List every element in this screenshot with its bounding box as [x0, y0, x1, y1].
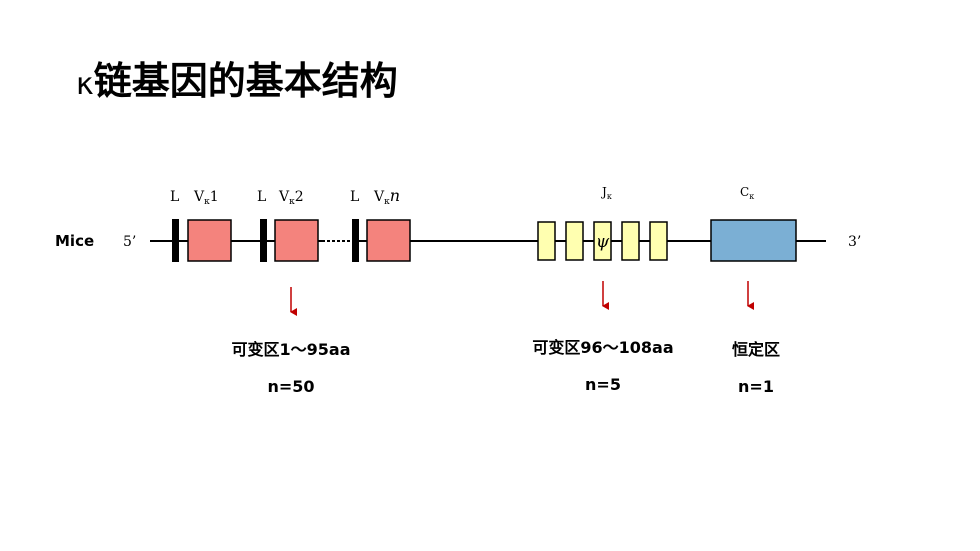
j-region-label: 可变区96～108aa	[532, 338, 673, 357]
j-pseudo-exon	[593, 221, 612, 261]
title-kappa: κ	[76, 67, 94, 102]
c-label: Cκ	[740, 185, 754, 201]
pseudogene-psi: ψ	[596, 232, 610, 252]
leader-exon-2	[260, 219, 267, 262]
leader-exon-1	[172, 219, 179, 262]
j-exon-2	[565, 221, 584, 261]
j-exon-4	[621, 221, 640, 261]
title-text: 链基因的基本结构	[93, 59, 398, 103]
page-title: κ链基因的基本结构	[76, 58, 398, 108]
v-count-label: n=50	[267, 377, 314, 396]
three-prime-label: 3’	[848, 234, 861, 250]
vn-label: Vκn	[373, 186, 400, 207]
j-label: Jκ	[600, 185, 612, 201]
leader-exon-n	[352, 219, 359, 262]
j-exon-1	[537, 221, 556, 261]
five-prime-label: 5’	[123, 234, 136, 250]
species-label: Mice	[55, 232, 94, 250]
v-exon-n	[366, 219, 411, 262]
v1-label: Vκ1	[193, 189, 219, 207]
v2-label: Vκ2	[278, 189, 304, 207]
v-exon-2	[274, 219, 319, 262]
vn-leader-label: L	[350, 189, 359, 205]
v2-leader-label: L	[257, 189, 266, 205]
c-count-label: n=1	[738, 377, 774, 396]
c-exon	[710, 219, 797, 262]
j-count-label: n=5	[585, 375, 621, 394]
v1-leader-label: L	[170, 189, 179, 205]
v-exon-1	[187, 219, 232, 262]
c-region-label: 恒定区	[732, 340, 780, 359]
segment-labels: L Vκ1 L Vκ2 L Vκn Jκ Cκ	[170, 185, 754, 207]
j-exon-5	[649, 221, 668, 261]
v-region-label: 可变区1～95aa	[232, 340, 351, 359]
